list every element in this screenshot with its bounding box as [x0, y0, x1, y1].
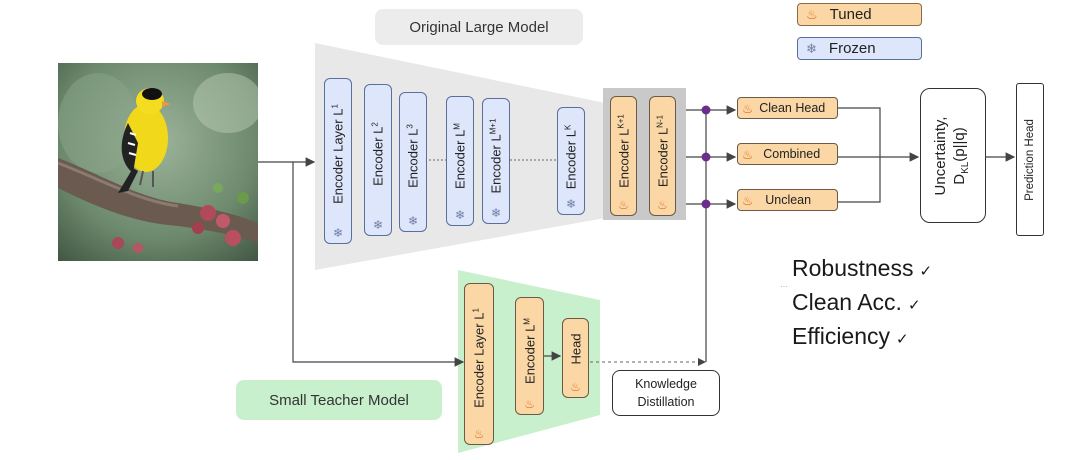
- encoder-large-k: Encoder LK ❄: [557, 107, 585, 215]
- fire-icon: ♨: [742, 193, 754, 208]
- snowflake-icon: ❄: [565, 197, 577, 211]
- encoder-tuned-n1: Encoder LN-1 ♨: [649, 96, 676, 216]
- fire-icon: ♨: [657, 198, 668, 212]
- encoder-teacher-1: Encoder Layer L1 ♨: [464, 283, 494, 445]
- snowflake-icon: ❄: [407, 214, 419, 228]
- snowflake-icon: ❄: [454, 208, 466, 222]
- fire-icon: ♨: [618, 198, 629, 212]
- svg-text:···: ···: [780, 282, 788, 291]
- encoder-large-1: Encoder Layer L1 ❄: [324, 78, 352, 244]
- encoder-tuned-k1: Encoder LK+1 ♨: [610, 96, 637, 216]
- teacher-head: Head ♨: [562, 318, 589, 398]
- fire-icon: ♨: [742, 101, 754, 116]
- encoder-large-m1: Encoder LM+1 ❄: [482, 98, 510, 224]
- legend-tuned-label: Tuned: [829, 6, 872, 23]
- unclean-head-box: ♨ Unclean: [737, 189, 838, 211]
- snowflake-icon: ❄: [490, 206, 502, 220]
- large-model-title: Original Large Model: [375, 9, 583, 45]
- knowledge-distillation-box: Knowledge Distillation: [612, 370, 720, 416]
- fire-icon: ♨: [570, 380, 581, 394]
- teacher-model-title: Small Teacher Model: [236, 380, 442, 420]
- encoder-large-m: Encoder LM ❄: [446, 96, 474, 226]
- bird-image: [58, 63, 258, 261]
- legend-frozen-label: Frozen: [828, 40, 876, 57]
- encoder-large-3: Encoder L3 ❄: [399, 92, 427, 232]
- encoder-large-2: Encoder L2 ❄: [364, 84, 392, 236]
- encoder-teacher-m: Encoder LM ♨: [515, 297, 544, 415]
- combined-head-box: ♨ Combined: [737, 143, 838, 165]
- uncertainty-box: Uncertainty, DKL(p||q): [920, 88, 986, 223]
- snowflake-icon: ❄: [332, 226, 344, 240]
- fire-icon: ♨: [742, 147, 754, 162]
- clean-head-label: Clean Head: [759, 101, 826, 115]
- snowflake-icon: ❄: [372, 218, 384, 232]
- unclean-head-label: Unclean: [765, 193, 812, 207]
- snowflake-icon: ❄: [806, 40, 817, 56]
- uncertainty-label: Uncertainty,: [932, 116, 949, 195]
- prediction-head-box: Prediction Head: [1016, 83, 1044, 236]
- clean-head-box: ♨ Clean Head: [737, 97, 838, 119]
- fire-icon: ♨: [473, 427, 485, 441]
- legend-frozen: ❄ Frozen: [797, 37, 922, 60]
- prediction-head-label: Prediction Head: [1024, 118, 1036, 201]
- fire-icon: ♨: [524, 397, 535, 411]
- benefit-clean-acc: Clean Acc.✓: [792, 289, 921, 315]
- benefit-robustness: Robustness✓: [792, 255, 933, 281]
- benefit-efficiency: Efficiency✓: [792, 323, 909, 349]
- legend-tuned: ♨ Tuned: [797, 3, 922, 26]
- fire-icon: ♨: [806, 6, 818, 22]
- combined-head-label: Combined: [763, 147, 821, 161]
